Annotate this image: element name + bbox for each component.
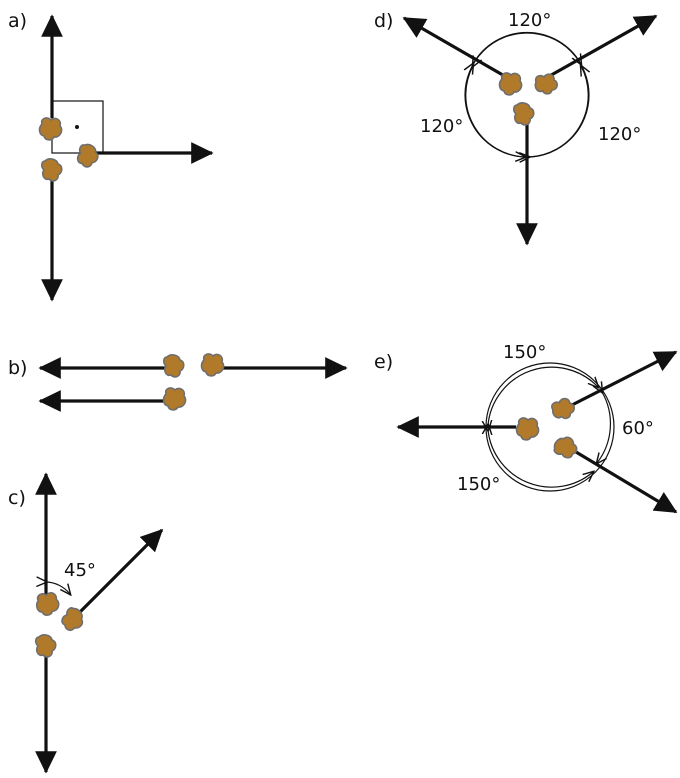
angle-label-left: 120° [420,116,463,137]
particle [534,73,559,95]
particle [33,590,62,618]
angle-label: 45° [64,560,96,581]
particle [550,432,582,463]
angle-label-top: 150° [503,342,546,363]
angle-arc-right [597,392,612,463]
particle [40,158,63,182]
particle [162,354,185,378]
force-arrow-upper-left [402,16,509,80]
angle-arc-top [488,366,598,425]
angle-label-top: 120° [508,10,551,31]
particle [38,117,63,141]
panel-e-label: e) [374,351,393,373]
angle-arc [46,582,70,594]
angle-arc-top [473,31,581,64]
force-arrow-upper-right [569,350,678,408]
particle [549,395,578,423]
panel-d-label: d) [374,10,393,32]
panel-d: d) 120° 120° 120° [374,10,658,246]
particle [515,417,540,441]
angle-arc-left [465,66,525,157]
particle [512,102,535,126]
force-arrow-lower-right [575,450,678,514]
angle-arc-bottom [488,430,593,488]
angle-label-right: 60° [622,418,654,439]
panel-c-label: c) [8,487,26,509]
angle-label-right: 120° [598,124,641,145]
angle-label-bottom: 150° [457,474,500,495]
particle [200,353,225,377]
panel-e: e) 150° 60° 150° [374,342,678,514]
particle [34,634,57,658]
particle [73,141,102,171]
panel-a: a) [8,10,214,302]
particle [162,387,187,411]
panel-b: b) [8,353,348,412]
panel-c: c) 45° [8,472,164,774]
particle [498,72,523,96]
panel-b-label: b) [8,357,27,379]
panel-a-label: a) [8,10,27,32]
force-arrow-upper-right [545,14,658,80]
angle-arc-right [529,66,588,157]
force-arrow-diagonal [72,528,164,620]
right-angle-dot [75,125,79,129]
